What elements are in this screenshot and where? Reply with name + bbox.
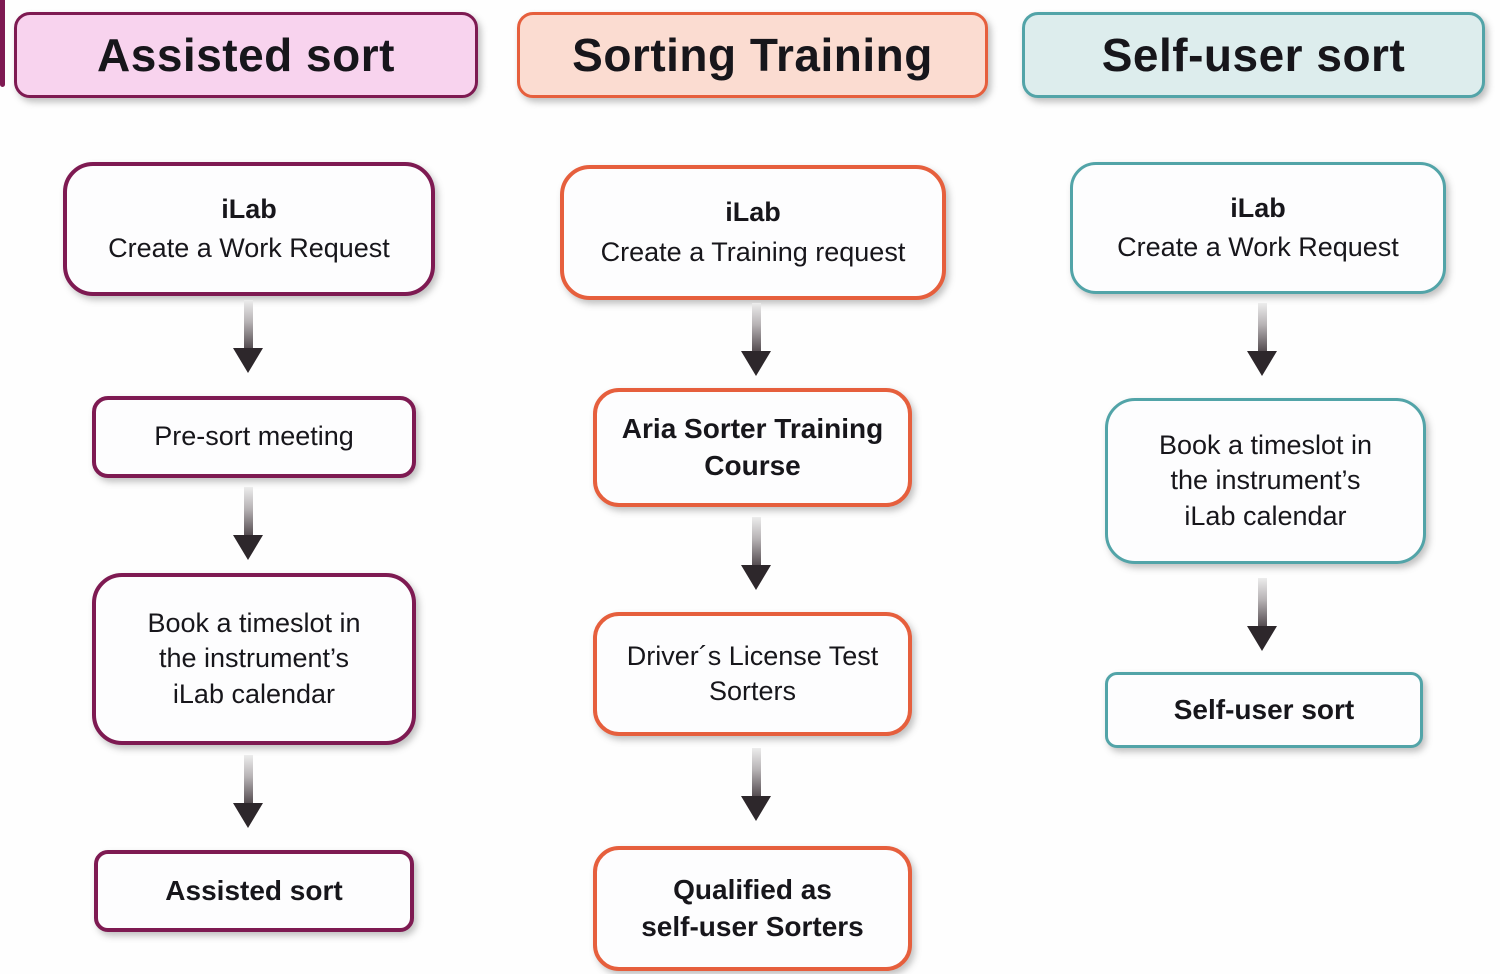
arrow-shaft bbox=[243, 755, 253, 803]
arrow-head-icon bbox=[1247, 626, 1277, 651]
step-box-ilab-training-request: iLab Create a Training request bbox=[560, 165, 946, 300]
flow-arrow bbox=[233, 300, 263, 373]
step-box-text: Book a timeslot in the instrument’s iLab… bbox=[147, 608, 361, 709]
flow-arrow bbox=[233, 487, 263, 560]
step-box-text: Driver´s License Test Sorters bbox=[626, 640, 879, 706]
arrow-shaft bbox=[243, 300, 253, 348]
step-box-text: Create a Work Request bbox=[108, 233, 390, 263]
step-box-title: iLab bbox=[221, 193, 277, 224]
flow-arrow bbox=[741, 517, 771, 590]
step-box-book-timeslot-assisted: Book a timeslot in the instrument’s iLab… bbox=[92, 573, 416, 745]
step-box-ilab-work-request-self: iLab Create a Work Request bbox=[1070, 162, 1446, 294]
step-box-text: Create a Work Request bbox=[1117, 232, 1399, 262]
arrow-head-icon bbox=[1247, 351, 1277, 376]
flow-arrow bbox=[741, 748, 771, 821]
step-box-self-user-sort-final: Self-user sort bbox=[1105, 672, 1423, 748]
step-box-text: Book a timeslot in the instrument’s iLab… bbox=[1158, 430, 1373, 531]
step-box-text: Self-user sort bbox=[1173, 693, 1355, 725]
step-box-title: iLab bbox=[725, 197, 781, 228]
step-box-text: Pre-sort meeting bbox=[154, 421, 354, 452]
step-box-book-timeslot-self: Book a timeslot in the instrument’s iLab… bbox=[1105, 398, 1426, 564]
column-header-assisted-sort: Assisted sort bbox=[14, 12, 478, 98]
flow-arrow bbox=[233, 755, 263, 828]
column-header-self-user-sort: Self-user sort bbox=[1022, 12, 1485, 98]
flow-arrow bbox=[741, 303, 771, 376]
flow-arrow bbox=[1247, 578, 1277, 651]
column-header-sorting-training: Sorting Training bbox=[517, 12, 988, 98]
arrow-shaft bbox=[751, 748, 761, 796]
arrow-shaft bbox=[1257, 303, 1267, 351]
arrow-head-icon bbox=[741, 351, 771, 376]
arrow-shaft bbox=[751, 303, 761, 351]
step-box-text: Qualified as self-user Sorters bbox=[641, 874, 864, 942]
arrow-shaft bbox=[751, 517, 761, 565]
step-box-pre-sort-meeting: Pre-sort meeting bbox=[92, 396, 416, 478]
step-box-qualified-self-user: Qualified as self-user Sorters bbox=[593, 846, 912, 971]
arrow-shaft bbox=[243, 487, 253, 535]
arrow-head-icon bbox=[233, 803, 263, 828]
step-box-text: Create a Training request bbox=[600, 236, 906, 267]
step-box-drivers-license-test: Driver´s License Test Sorters bbox=[593, 612, 912, 736]
step-box-aria-sorter-training-course: Aria Sorter Training Course bbox=[593, 388, 912, 507]
step-box-text: Assisted sort bbox=[165, 874, 343, 906]
arrow-head-icon bbox=[741, 796, 771, 821]
step-box-title: iLab bbox=[1230, 192, 1286, 223]
arrow-shaft bbox=[1257, 578, 1267, 626]
left-edge-artifact bbox=[0, 0, 5, 87]
arrow-head-icon bbox=[741, 565, 771, 590]
arrow-head-icon bbox=[233, 535, 263, 560]
flow-arrow bbox=[1247, 303, 1277, 376]
step-box-text: Aria Sorter Training Course bbox=[621, 413, 884, 481]
step-box-ilab-work-request: iLab Create a Work Request bbox=[63, 162, 435, 296]
arrow-head-icon bbox=[233, 348, 263, 373]
step-box-assisted-sort-final: Assisted sort bbox=[94, 850, 414, 932]
